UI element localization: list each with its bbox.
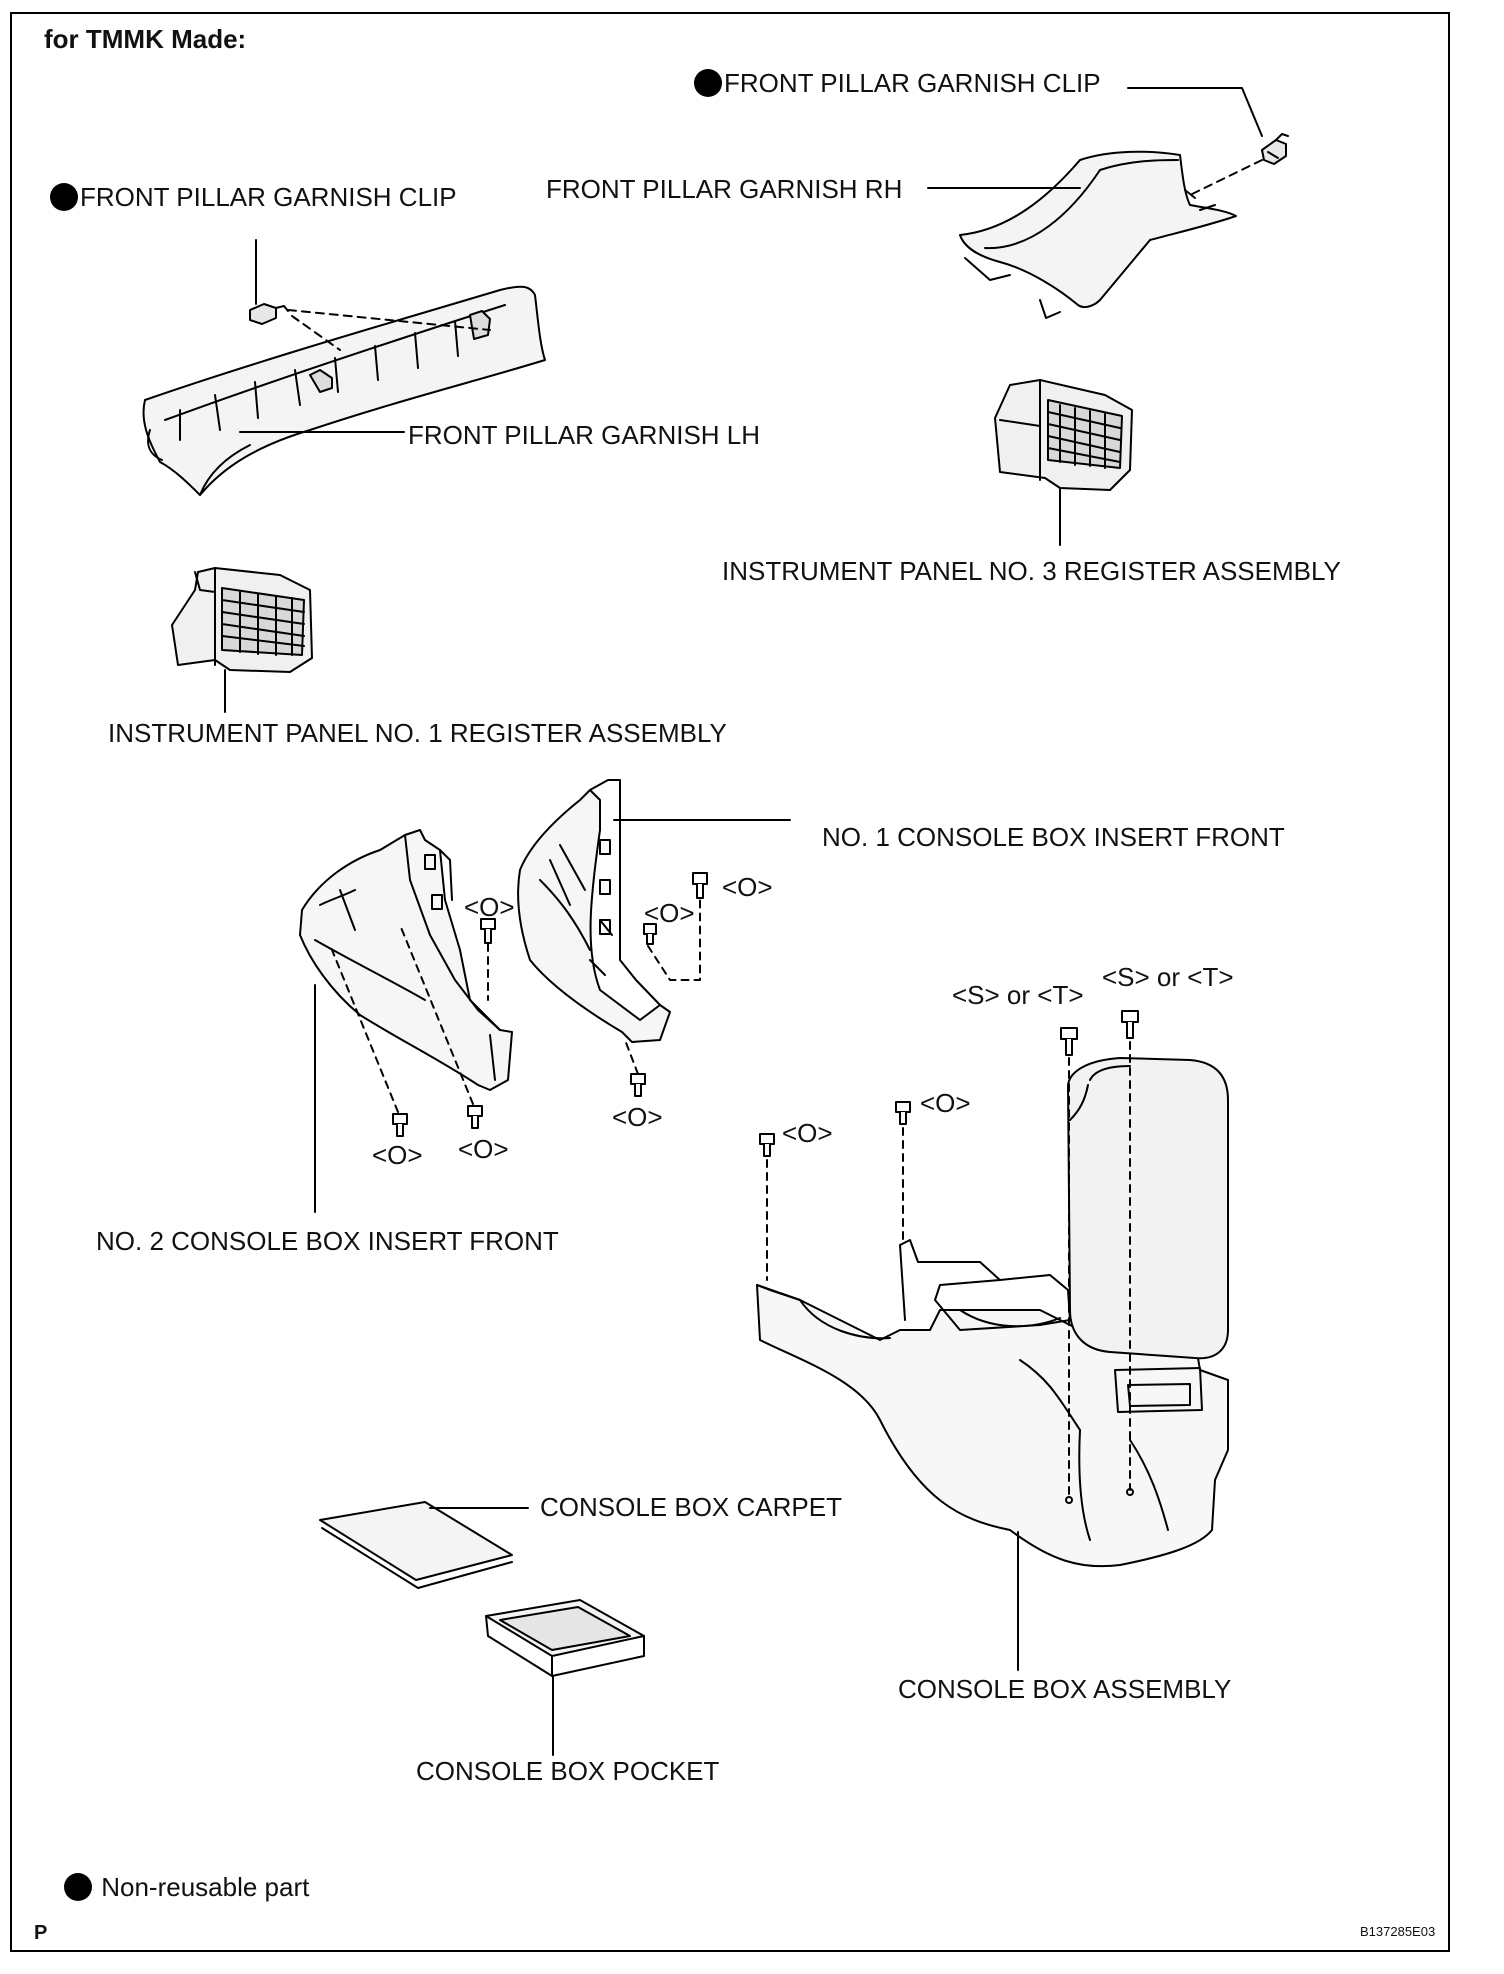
no2-console-box-insert-front-part: [299, 829, 513, 1091]
label-console-box-carpet: CONSOLE BOX CARPET: [540, 1492, 842, 1522]
fastener-code: <O>: [782, 1118, 833, 1148]
console-box-screws: [759, 1010, 1139, 1157]
non-reusable-bullet-icon: [694, 69, 722, 97]
clip-lh-dashed: [287, 309, 491, 351]
fastener-code: <O>: [722, 872, 773, 902]
fastener-code: <O>: [920, 1088, 971, 1118]
screw-hole-1: [1065, 1496, 1073, 1504]
fastener-code: <S> or <T>: [952, 980, 1084, 1010]
label-front-pillar-garnish-lh: FRONT PILLAR GARNISH LH: [408, 420, 761, 450]
label-instrument-panel-no3-register: INSTRUMENT PANEL NO. 3 REGISTER ASSEMBLY: [722, 556, 1341, 586]
label-instrument-panel-no1-register: INSTRUMENT PANEL NO. 1 REGISTER ASSEMBLY: [108, 718, 727, 748]
label-no2-console-box-insert-front: NO. 2 CONSOLE BOX INSERT FRONT: [96, 1226, 559, 1256]
front-pillar-garnish-clip-lh-part: [249, 303, 289, 325]
label-front-pillar-garnish-clip-lh: FRONT PILLAR GARNISH CLIP: [50, 182, 457, 212]
instrument-panel-no1-register-part: [171, 567, 313, 673]
figure-code: B137285E03: [1360, 1924, 1436, 1939]
legend-non-reusable: Non-reusable part: [64, 1872, 309, 1902]
legend-text: Non-reusable part: [101, 1872, 310, 1902]
diagram-title: for TMMK Made:: [44, 24, 247, 54]
console-box-carpet-part: [319, 1501, 513, 1589]
fastener-code: <O>: [372, 1140, 423, 1170]
label-front-pillar-garnish-clip-rh: FRONT PILLAR GARNISH CLIP: [694, 68, 1101, 98]
fastener-code: <O>: [464, 892, 515, 922]
label-console-box-pocket: CONSOLE BOX POCKET: [416, 1756, 720, 1786]
label-text: FRONT PILLAR GARNISH CLIP: [80, 182, 457, 212]
label-text: FRONT PILLAR GARNISH CLIP: [724, 68, 1101, 98]
label-no1-console-box-insert-front: NO. 1 CONSOLE BOX INSERT FRONT: [822, 822, 1285, 852]
fastener-code: <S> or <T>: [1102, 962, 1234, 992]
label-front-pillar-garnish-rh: FRONT PILLAR GARNISH RH: [546, 174, 903, 204]
fastener-code: <O>: [644, 898, 695, 928]
clip-rh-leader: [1127, 87, 1263, 137]
front-pillar-garnish-clip-rh-part: [1261, 133, 1289, 165]
page-marker: P: [34, 1922, 48, 1944]
fastener-code: <O>: [458, 1134, 509, 1164]
clip-rh-dashed: [1189, 159, 1263, 196]
insert-screw-dashed-lines: [329, 897, 701, 1113]
diagram-frame: [10, 12, 1450, 1952]
console-box-assembly-part: [756, 1057, 1229, 1568]
label-console-box-assembly: CONSOLE BOX ASSEMBLY: [898, 1674, 1232, 1704]
front-pillar-garnish-rh-part: [959, 150, 1237, 319]
non-reusable-bullet-icon: [64, 1873, 92, 1901]
console-box-screw-dashed-lines: [766, 1041, 1131, 1501]
insert-screws: [392, 872, 708, 1137]
console-box-pocket-part: [485, 1599, 645, 1677]
front-pillar-garnish-lh-part: [142, 285, 546, 496]
fastener-code: <O>: [612, 1102, 663, 1132]
instrument-panel-no3-register-part: [994, 379, 1133, 491]
screw-hole-2: [1126, 1488, 1134, 1496]
non-reusable-bullet-icon: [50, 183, 78, 211]
no1-console-box-insert-front-part: [517, 779, 671, 1043]
